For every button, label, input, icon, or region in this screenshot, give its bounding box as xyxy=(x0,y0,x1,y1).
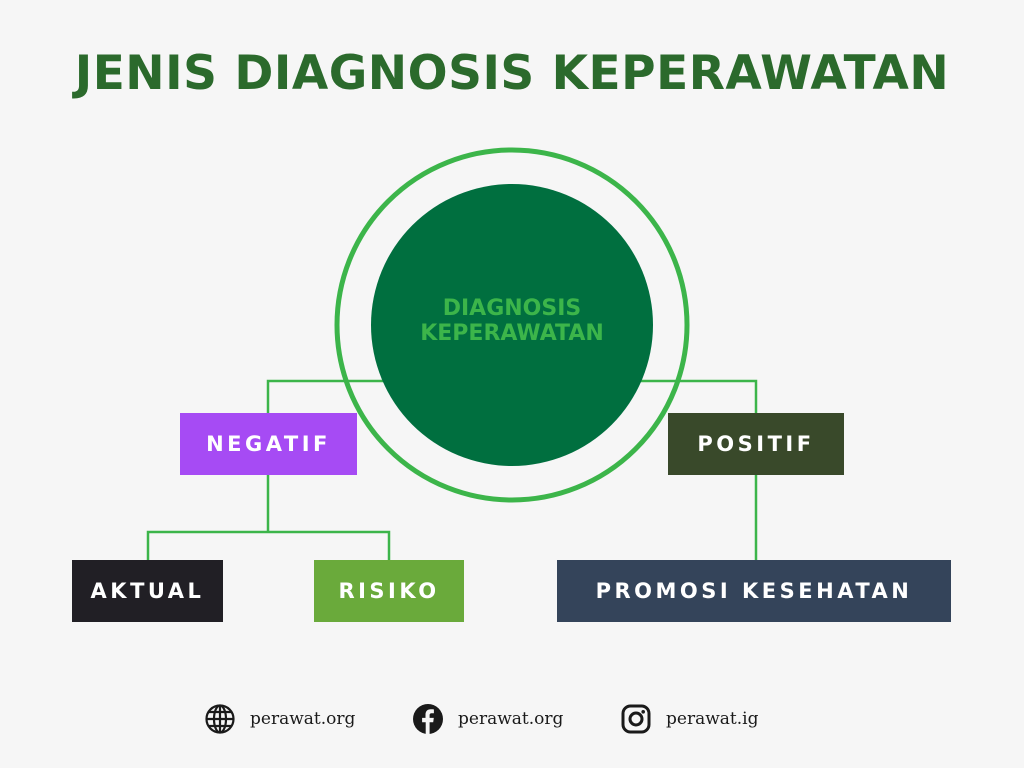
page-title: JENIS DIAGNOSIS KEPERAWATAN xyxy=(74,46,950,101)
connector-center-negatif xyxy=(266,379,390,413)
instagram-icon xyxy=(621,704,651,734)
footer-instagram[interactable]: perawat.ig xyxy=(620,702,758,736)
box-positif: POSITIF xyxy=(668,413,844,475)
footer-website-label: perawat.org xyxy=(250,709,356,729)
box-negatif: NEGATIF xyxy=(180,413,357,475)
center-label: DIAGNOSIS KEPERAWATAN xyxy=(372,296,652,346)
facebook-icon xyxy=(413,704,443,734)
footer-instagram-label: perawat.ig xyxy=(666,709,759,729)
box-aktual: AKTUAL xyxy=(72,560,223,622)
center-label-line-1: DIAGNOSIS xyxy=(442,296,582,321)
center-label-line-2: KEPERAWATAN xyxy=(420,321,604,346)
connector-center-positif xyxy=(634,379,758,413)
footer-facebook-label: perawat.org xyxy=(458,709,564,729)
footer-facebook[interactable]: perawat.org xyxy=(412,702,563,736)
connector-lines xyxy=(146,379,758,560)
center-circle xyxy=(371,184,653,466)
box-promosi-kesehatan: PROMOSI KESEHATAN xyxy=(557,560,951,622)
connector-negatif-aktual xyxy=(146,530,391,560)
footer-website[interactable]: perawat.org xyxy=(204,702,355,736)
box-risiko: RISIKO xyxy=(314,560,464,622)
globe-icon xyxy=(205,704,235,734)
outer-ring xyxy=(334,147,690,503)
